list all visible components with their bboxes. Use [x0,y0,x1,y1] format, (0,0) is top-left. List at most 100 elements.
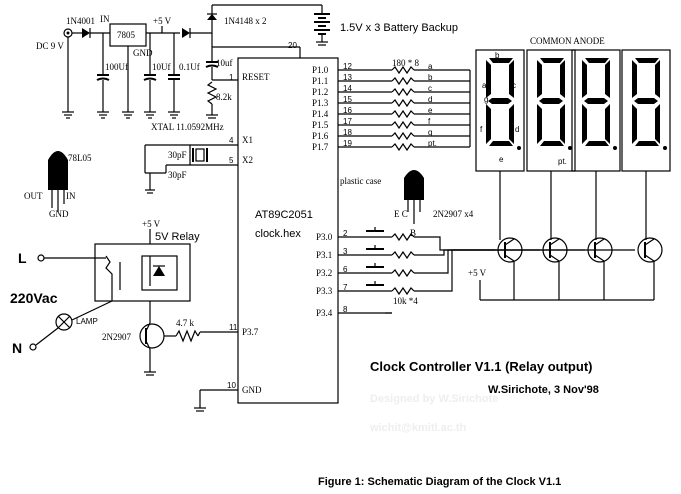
transistor-package-icon [404,170,424,200]
dc-input-label: DC 9 V [36,41,64,51]
seven-segment-digit [621,49,671,172]
segment-letter: f [428,117,431,126]
segment-label-pt: pt. [558,157,567,166]
regulator-gnd-label: GND [133,48,153,58]
p3-pin-number: 6 [343,265,348,274]
segment-letter: a [428,62,433,71]
base-resistor-icon [391,232,415,242]
relay-supply-label: +5 V [142,219,161,229]
driver-supply-label: +5 V [468,268,487,278]
p1-pin-number: 18 [343,128,352,137]
digit-segment [560,104,565,144]
xtal-label: XTAL 11.0592MHz [151,122,224,132]
segment-letter: e [428,106,433,115]
reset-cap-label: 10uf [216,58,233,68]
digit-segment [655,60,660,98]
lamp-icon [55,313,73,331]
pin-10-label: 10 [227,381,236,390]
segment-resistor-icon [391,131,415,141]
mcu-x1-pin: X1 [242,135,253,145]
mcu-x2-pin: X2 [242,155,253,165]
display-label: COMMON ANODE [530,36,605,46]
driver-transistor-icon [497,237,523,263]
pin-5-label: 5 [229,156,234,165]
segment-label-c: c [512,81,516,90]
decimal-point [663,146,667,150]
digit-segment [489,141,513,146]
segment-resistor-icon [391,76,415,86]
regulator-in-label: IN [100,14,110,24]
xtal-cap-a: 30pF [168,150,187,160]
digit-segment [585,141,609,146]
xtal-cap-b: 30pF [168,170,187,180]
decimal-point [517,146,521,150]
mcu-name: AT89C2051 [255,209,313,221]
p1-pin-name: P1.7 [312,142,329,152]
mcu-at89c2051: RESET X1 X2 AT89C2051 clock.hex P3.7 GND… [194,57,339,412]
diode-1n4148-b-icon [207,14,217,20]
battery-icon [314,5,330,46]
base-res-label: 10k *4 [393,296,418,306]
transistor-part-label: 2N2907 x4 [433,209,474,219]
crystal-icon [195,148,205,162]
decimal-point [613,146,617,150]
2n2907-package: plastic case E C 2N2907 x4 B [340,170,474,238]
relay-box [94,243,191,302]
supply-5v-label: +5 V [153,16,172,26]
cap-10uf-b: 10Uf [152,62,171,72]
mcu-gnd-pin: GND [242,385,262,395]
cap-100uf-a: 100Uf [105,62,128,72]
digit-segment [655,104,660,144]
caption-title: Clock Controller V1.1 (Relay output) [370,359,592,374]
digit-segment [540,58,564,63]
diode-1n4001-label: 1N4001 [66,16,95,26]
digit-segment [540,141,564,146]
digit-segment [537,60,542,98]
digit-segment [582,104,587,144]
base-resistor-icon [391,268,415,278]
seven-segment-digit [526,49,576,172]
driver-transistor-icon [587,237,613,263]
pin-11-label: 11 [229,323,238,332]
segment-resistor-icon [391,109,415,119]
digit-segment [584,98,608,104]
segment-label-a: a [482,81,487,90]
segment-letter: pt. [428,139,437,148]
relay-name: 5V Relay [155,231,200,243]
cap-01uf: 0.1Uf [179,62,200,72]
segment-resistor-icon [391,98,415,108]
digit-segment [486,60,491,98]
78l05-out-label: OUT [24,191,43,201]
relay-resistor-icon [175,329,199,343]
digit-segment [539,98,563,104]
reset-res-label: 8.2k [216,92,232,102]
line-l-label: L [18,250,27,266]
segment-resistor-icon [391,142,415,152]
relay-contact-icon [105,255,113,290]
digit-segment [537,104,542,144]
relay-circuit: +5 V 5V Relay L 220Vac LAMP N 2N2907 [10,219,201,376]
p1-pin-name: P1.4 [312,109,329,119]
78l05-package: 78L05 OUT IN GND [24,151,92,219]
mcu-reset-pin: RESET [242,72,270,82]
pin-20-label: 20 [288,41,297,50]
crystal-circuit: XTAL 11.0592MHz 30pF 30pF 4 5 [144,122,238,194]
p3-pin-name: P3.0 [316,232,333,242]
78l05-gnd-label: GND [49,209,69,219]
pin-4-label: 4 [229,136,234,145]
p1-pin-number: 16 [343,106,352,115]
digit-segment [634,98,658,104]
p1-pin-name: P1.5 [312,120,329,130]
p3-pin-name: P3.3 [316,286,333,296]
p1-pin-number: 12 [343,62,352,71]
transistor-pins-label: E C [394,209,408,219]
diode-1n4001-icon [82,28,90,38]
caption-watermark-1: Designed by W.Sirichote [370,393,498,405]
digit-segment [605,60,610,98]
digit-segment [509,104,514,144]
p3-pin-name: P3.1 [316,250,332,260]
78l05-label: 78L05 [68,153,92,163]
digit-segment [585,58,609,63]
